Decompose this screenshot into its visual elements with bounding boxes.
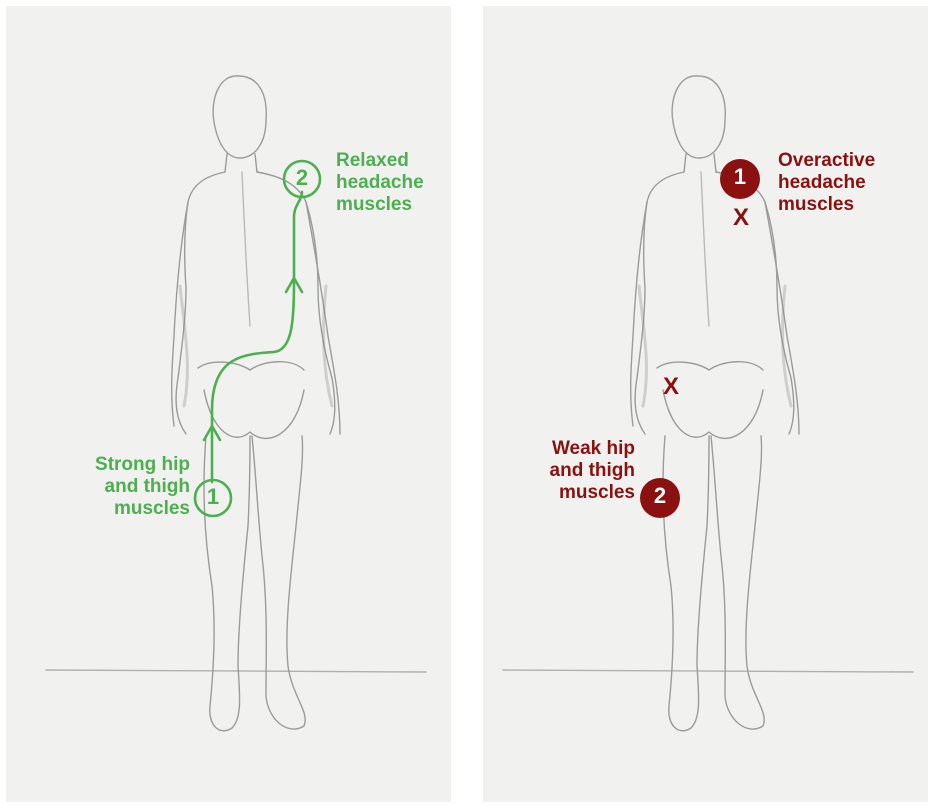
right-marker-1: 1 [727,166,753,188]
right-marker-2: 2 [647,485,673,507]
left-marker-2: 2 [289,167,315,189]
marker-circles [483,6,928,802]
right-bottom-label-line1: Weak hip [485,438,635,460]
left-top-label-line1: Relaxed [336,150,424,172]
right-panel: 1 2 X X Overactive headache muscles Weak… [483,6,928,802]
right-bottom-label-line2: and thigh [485,460,635,482]
left-bottom-label: Strong hip and thigh muscles [40,454,190,520]
right-bottom-label: Weak hip and thigh muscles [485,438,635,504]
right-top-label-line1: Overactive [778,150,875,172]
right-top-label-line3: muscles [778,194,875,216]
left-bottom-label-line3: muscles [40,498,190,520]
right-top-label: Overactive headache muscles [778,150,875,216]
left-marker-1: 1 [200,486,226,508]
left-top-label-line3: muscles [336,194,424,216]
upward-arrow-path-icon [6,6,451,802]
right-cross-upper: X [733,207,749,229]
left-top-label: Relaxed headache muscles [336,150,424,216]
right-cross-lower: X [663,376,679,398]
left-top-label-line2: headache [336,172,424,194]
left-bottom-label-line1: Strong hip [40,454,190,476]
right-bottom-label-line3: muscles [485,482,635,504]
left-bottom-label-line2: and thigh [40,476,190,498]
right-top-label-line2: headache [778,172,875,194]
left-panel: 2 1 Relaxed headache muscles Strong hip … [6,6,451,802]
